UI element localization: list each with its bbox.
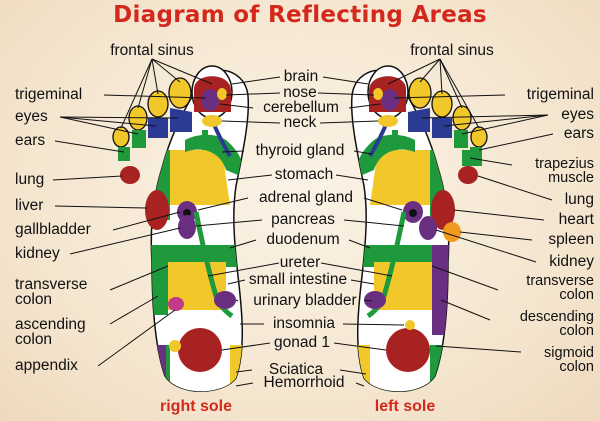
label-ears-left: ears [563, 125, 594, 142]
label-gonad: gonad 1 [273, 334, 331, 351]
leader-lines [52, 58, 554, 387]
label-hemorrhoid: Hemorrhoid [263, 374, 345, 391]
caption-left-sole: left sole [374, 398, 436, 415]
label-neck: neck [283, 114, 317, 131]
label-kidney-right: kidney [15, 245, 60, 262]
label-nose: nose [283, 84, 317, 101]
label-thyroid-gland: thyroid gland [255, 142, 345, 159]
label-transverse-colon-left-line2: colon [559, 287, 594, 303]
label-frontal-sinus-left: frontal sinus [410, 42, 494, 59]
label-lung-right: lung [15, 171, 45, 188]
label-lung-left: lung [564, 191, 594, 208]
label-transverse-colon-right-line2: colon [15, 291, 53, 308]
label-trapezius-muscle-line2: muscle [548, 170, 594, 186]
label-appendix: appendix [15, 357, 78, 374]
label-urinary-bladder: urinary bladder [253, 292, 357, 309]
label-small-intestine: small intestine [248, 271, 348, 288]
label-trigeminal-right: trigeminal [15, 86, 83, 103]
label-ureter: ureter [279, 254, 321, 271]
label-kidney-left: kidney [549, 253, 594, 270]
label-descending-colon-line1: descending [519, 309, 594, 325]
label-transverse-colon-right-line1: transverse [15, 276, 88, 293]
label-heart: heart [558, 211, 594, 228]
label-duodenum: duodenum [266, 231, 340, 248]
label-trapezius-muscle-line1: trapezius [535, 156, 594, 172]
label-cerebellum: cerebellum [263, 99, 339, 116]
label-spleen: spleen [548, 231, 594, 248]
label-insomnia: insomnia [272, 315, 336, 332]
label-ascending-colon-line2: colon [15, 331, 53, 348]
label-eyes-right: eyes [15, 108, 48, 125]
label-eyes-left: eyes [561, 106, 594, 123]
label-ears-right: ears [15, 132, 46, 149]
diagram-title: Diagram of Reflecting Areas [113, 2, 487, 28]
label-liver: liver [15, 197, 44, 214]
label-adrenal-gland: adrenal gland [259, 189, 353, 206]
label-gallbladder: gallbladder [15, 221, 91, 238]
label-stomach: stomach [274, 166, 334, 183]
label-brain: brain [283, 68, 319, 85]
label-trigeminal-left: trigeminal [526, 86, 594, 103]
caption-right-sole: right sole [159, 398, 233, 415]
label-pancreas: pancreas [271, 211, 335, 228]
label-sciatica: Sciatica [268, 361, 324, 378]
label-transverse-colon-left-line1: transverse [526, 273, 594, 289]
label-sigmoid-colon-line1: sigmoid [544, 345, 594, 361]
label-descending-colon-line2: colon [559, 323, 594, 339]
label-ascending-colon-line1: ascending [15, 316, 86, 333]
left-sole-foot [350, 65, 488, 392]
label-frontal-sinus-right: frontal sinus [110, 42, 194, 59]
right-sole-foot [112, 65, 250, 392]
label-sigmoid-colon-line2: colon [559, 359, 594, 375]
